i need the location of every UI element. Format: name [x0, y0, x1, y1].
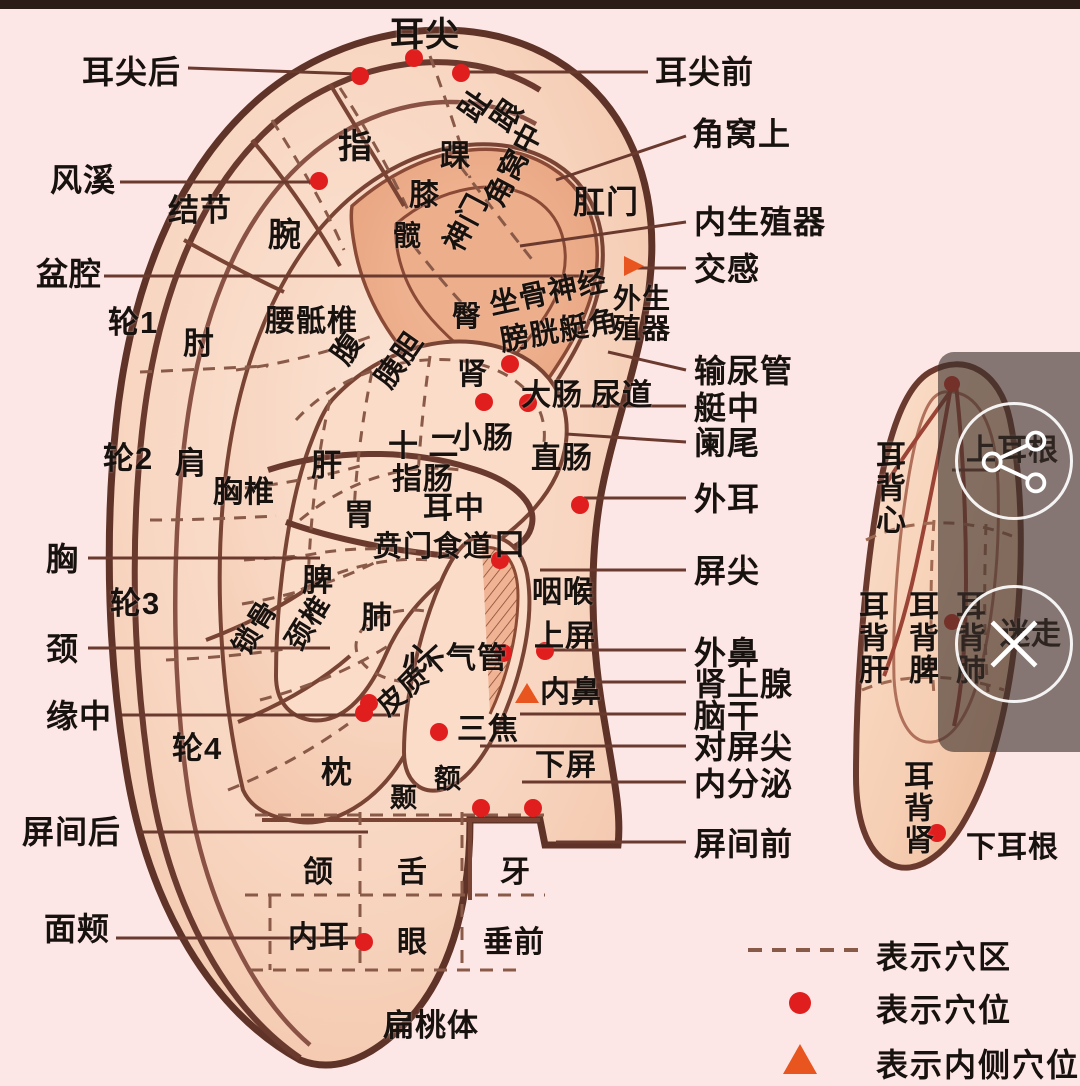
legend-markers	[748, 948, 860, 1074]
close-icon	[990, 620, 1038, 668]
zone-label: 轮4	[172, 731, 223, 766]
zone-label: 耳中	[423, 492, 485, 525]
zone-label: 下屏	[535, 749, 597, 782]
back-ear-zone-label: 耳背肾	[899, 760, 932, 856]
leader-label-right: 屏尖	[694, 553, 761, 589]
zone-label: 直肠	[531, 442, 593, 475]
zone-label: 大肠	[521, 379, 583, 412]
zone-label: 外生	[613, 283, 672, 314]
inner-acupoint-triangles	[515, 256, 644, 703]
acupoint-dots	[310, 49, 589, 951]
zone-label: 额	[434, 764, 462, 794]
zone-label: 舌	[397, 856, 428, 889]
leader-label-right: 耳尖前	[655, 54, 755, 90]
legend-label-zone: 表示穴区	[876, 939, 1013, 975]
zone-label: 髋	[393, 220, 423, 251]
leader-label-left: 盆腔	[36, 256, 103, 292]
leader-label-right: 外鼻	[694, 635, 761, 671]
zone-label: 肝	[311, 448, 343, 483]
zone-label: 轮3	[110, 586, 161, 621]
zone-label: 口	[494, 527, 526, 562]
zone-label: 眼	[397, 926, 428, 959]
top-bar	[0, 0, 1080, 9]
zone-label: 殖器	[613, 313, 672, 344]
zone-label: 胃	[344, 499, 375, 532]
zone-label: 内耳	[288, 921, 350, 954]
back-ear-zone-label: 耳背脾	[904, 590, 937, 686]
leader-label-right: 脑干	[694, 698, 761, 734]
zone-label: 肘	[183, 326, 215, 361]
zone-label: 肾	[457, 358, 488, 391]
zone-label: 内鼻	[540, 676, 602, 709]
leader-label-right: 角窝上	[692, 116, 792, 152]
leader-label-right: 屏间前	[694, 826, 794, 862]
zone-label: 垂前	[483, 926, 545, 959]
zone-label: 肩	[175, 446, 207, 481]
zone-label: 上屏	[534, 620, 596, 653]
zone-label: 尿道	[591, 379, 653, 412]
zone-label: 心	[402, 642, 434, 677]
back-ear-zone-label: 耳背心	[871, 440, 904, 536]
leader-label-right: 对屏尖	[694, 729, 794, 765]
leader-lines-left	[88, 66, 600, 940]
leader-lines-right	[464, 70, 687, 844]
leader-label-left: 面颊	[44, 911, 111, 947]
label-ear-apex: 耳尖	[390, 16, 460, 54]
zone-label: 腕	[268, 216, 302, 253]
zone-label: 三焦	[457, 713, 519, 746]
leader-label-left: 颈	[46, 631, 80, 667]
zone-label: 轮2	[103, 441, 154, 476]
zone-label: 牙	[500, 856, 531, 889]
legend-label-point: 表示穴位	[876, 992, 1013, 1028]
share-icon	[981, 430, 1047, 494]
zone-label: 气管	[446, 642, 508, 675]
leader-label-right: 输尿管	[694, 353, 794, 389]
zone-label: 指	[338, 128, 373, 166]
zone-label: 指肠	[392, 463, 454, 496]
leader-label-left: 屏间后	[22, 814, 122, 850]
zone-label: 扁桃体	[383, 1008, 479, 1043]
zone-label: 脾	[302, 563, 334, 598]
zone-label: 颞	[390, 783, 418, 813]
zone-label: 十 二	[388, 430, 460, 463]
leader-label-right: 外耳	[694, 481, 761, 517]
front-ear-body	[105, 26, 656, 1069]
close-button[interactable]	[955, 585, 1073, 703]
legend-label-inner-point: 表示内侧穴位	[876, 1047, 1080, 1083]
back-ear-point-label: 下耳根	[966, 831, 1059, 864]
zone-label: 腰骶椎	[265, 305, 358, 338]
leader-label-right: 内分泌	[694, 766, 794, 802]
zone-label: 臀	[452, 301, 483, 333]
leader-label-right: 交感	[694, 251, 761, 287]
zone-label: 胸椎	[213, 476, 275, 509]
leader-label-left: 缘中	[46, 698, 113, 734]
zone-label: 踝	[440, 140, 471, 173]
zone-label: 肺	[361, 600, 393, 635]
leader-label-left: 耳尖后	[82, 54, 182, 90]
leader-label-left: 风溪	[50, 162, 117, 198]
zone-label: 结节	[168, 193, 232, 228]
zone-label: 轮1	[108, 305, 159, 340]
leader-label-right: 内生殖器	[694, 204, 827, 240]
zone-label: 肛门	[573, 184, 640, 220]
zone-label: 膝	[409, 179, 440, 212]
zone-label: 小肠	[452, 422, 514, 455]
share-button[interactable]	[955, 402, 1073, 520]
zone-label: 颌	[303, 856, 334, 889]
leader-label-right: 艇中	[694, 390, 761, 426]
zone-label: 咽喉	[532, 576, 594, 609]
leader-label-right: 肾上腺	[694, 666, 794, 702]
leader-label-left: 胸	[46, 541, 80, 577]
back-ear-zone-label: 耳背肝	[854, 590, 887, 686]
zone-label: 枕	[321, 755, 353, 790]
leader-label-right: 阑尾	[694, 425, 761, 461]
zone-label: 贲门食道	[373, 531, 494, 563]
